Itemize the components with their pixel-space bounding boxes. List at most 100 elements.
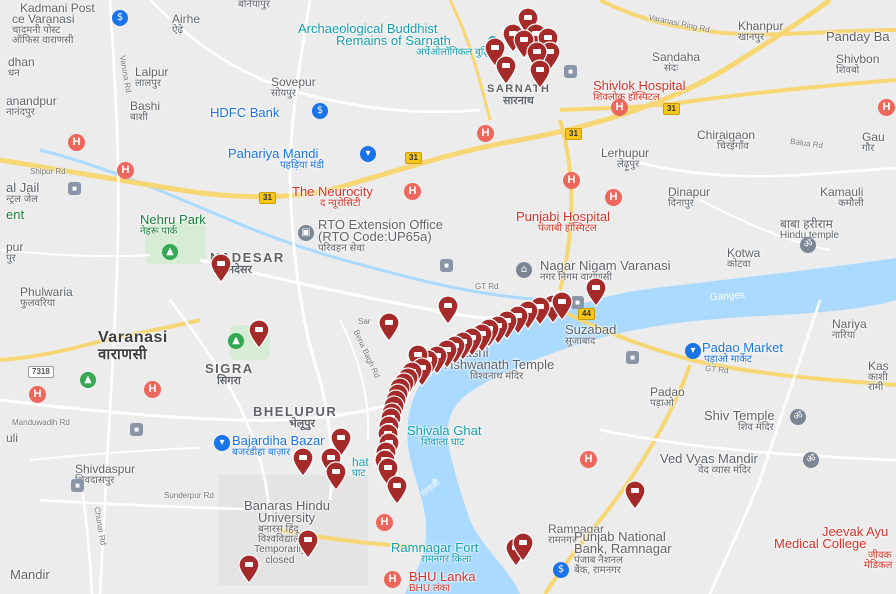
- location-pin-icon[interactable]: [209, 253, 233, 283]
- label-bhu[interactable]: Banaras Hindu: [244, 498, 330, 513]
- hospital-icon[interactable]: H: [580, 451, 597, 468]
- label-bhu-closed: Temporarily closed: [254, 544, 306, 566]
- hospital-icon[interactable]: H: [376, 514, 393, 531]
- label-kadmani-post: Kadmani Post: [20, 1, 95, 15]
- bus-icon: ■: [571, 296, 584, 309]
- shopping-icon[interactable]: ▾: [685, 343, 701, 359]
- road-label-manduwadih: Manduwadih Rd: [12, 418, 70, 427]
- location-pin-icon[interactable]: [377, 312, 401, 342]
- hospital-icon[interactable]: H: [68, 134, 85, 151]
- bus-icon: ■: [68, 182, 81, 195]
- label-ent: ent: [6, 207, 25, 222]
- hospital-icon[interactable]: H: [384, 571, 401, 588]
- location-pin-icon[interactable]: [296, 529, 320, 559]
- bank-icon[interactable]: $: [312, 103, 328, 119]
- park-icon[interactable]: ▲: [162, 244, 178, 260]
- highway-shield-44: 44: [578, 308, 595, 320]
- location-pin-icon[interactable]: [528, 59, 552, 89]
- bank-icon[interactable]: $: [553, 562, 569, 578]
- location-pin-icon[interactable]: [385, 475, 409, 505]
- label-hdfc-bank[interactable]: HDFC Bank: [210, 105, 280, 120]
- hospital-icon[interactable]: H: [611, 99, 628, 116]
- hospital-icon[interactable]: H: [144, 381, 161, 398]
- bus-icon: ■: [440, 259, 453, 272]
- hospital-icon[interactable]: H: [878, 99, 895, 116]
- bank-icon[interactable]: ▣: [298, 225, 314, 241]
- temple-icon[interactable]: ॐ: [800, 237, 816, 253]
- label-rto[interactable]: RTO Extension Office: [318, 217, 444, 232]
- bus-icon: ■: [626, 351, 639, 364]
- location-pin-icon[interactable]: [584, 277, 608, 307]
- shopping-icon[interactable]: ▾: [214, 435, 230, 451]
- hospital-icon[interactable]: H: [605, 189, 622, 206]
- museum-icon[interactable]: ⌂: [516, 262, 532, 278]
- road-label-sunderpur: Sunderpur Rd: [164, 491, 214, 500]
- label-sarnath-remains[interactable]: Archaeological Buddhist: [298, 21, 438, 36]
- road-label-sar: Sar: [358, 317, 371, 326]
- temple-icon[interactable]: ॐ: [803, 452, 819, 468]
- location-pin-icon[interactable]: [291, 447, 315, 477]
- bus-icon: ■: [71, 479, 84, 492]
- location-pin-icon[interactable]: [247, 319, 271, 349]
- park-icon[interactable]: ▲: [228, 333, 244, 349]
- hospital-icon[interactable]: H: [117, 162, 134, 179]
- hospital-icon[interactable]: H: [477, 125, 494, 142]
- label-pnb[interactable]: Punjab National: [574, 529, 666, 544]
- park-icon[interactable]: ▲: [80, 372, 96, 388]
- road-label-gt1: GT Rd: [475, 282, 499, 291]
- shopping-icon[interactable]: ▾: [360, 146, 376, 162]
- location-pin-icon[interactable]: [550, 291, 574, 321]
- label-rto-2[interactable]: (RTO Code:UP65a)परिवहन सेवा: [318, 229, 432, 254]
- location-pin-icon[interactable]: [623, 480, 647, 510]
- location-pin-icon[interactable]: [237, 554, 261, 584]
- label-jeevak[interactable]: Jeevak Ayu: [822, 524, 889, 539]
- hospital-icon[interactable]: H: [563, 172, 580, 189]
- bank-icon[interactable]: $: [112, 10, 128, 26]
- location-pin-icon[interactable]: [324, 461, 348, 491]
- hospital-icon[interactable]: H: [29, 386, 46, 403]
- location-pin-icon[interactable]: [494, 55, 518, 85]
- location-pin-icon[interactable]: [511, 532, 535, 562]
- location-pin-icon[interactable]: [436, 295, 460, 325]
- temple-icon[interactable]: ॐ: [790, 409, 806, 425]
- hospital-icon[interactable]: H: [404, 183, 421, 200]
